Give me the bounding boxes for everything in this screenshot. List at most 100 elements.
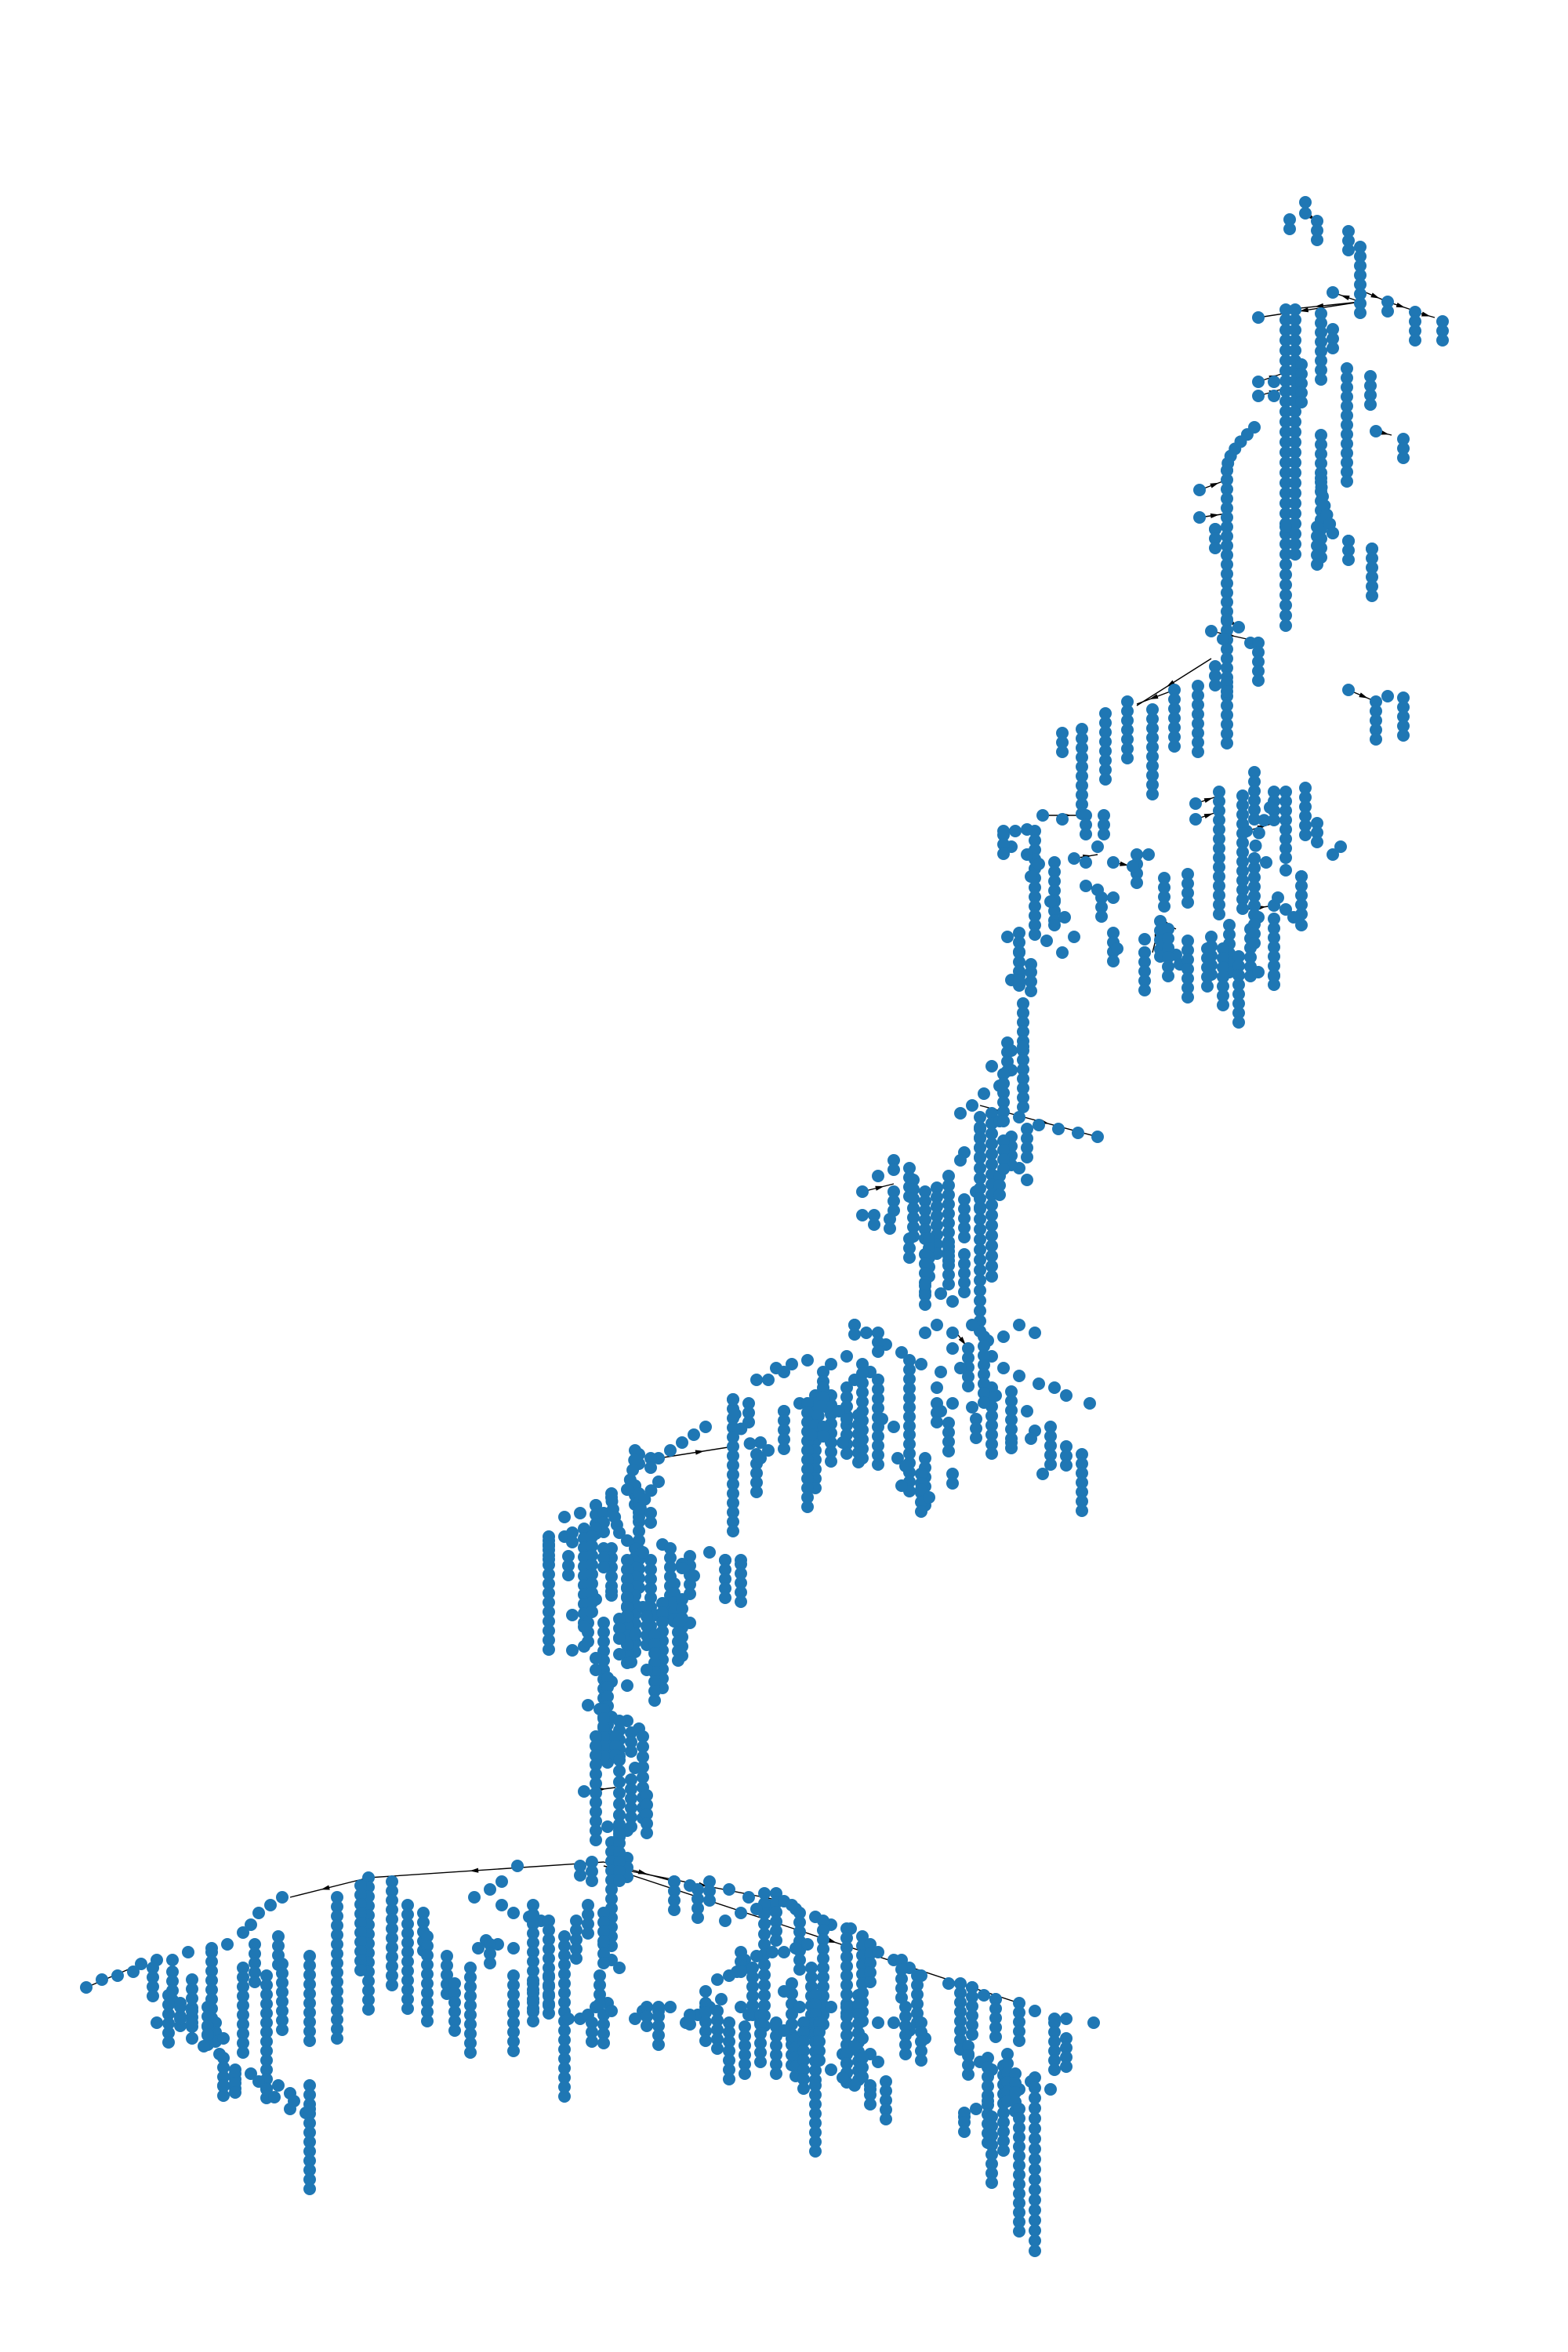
graph-node	[942, 1278, 955, 1290]
graph-node	[978, 1340, 990, 1352]
graph-node	[441, 1950, 453, 1962]
graph-node	[942, 1170, 955, 1182]
graph-node	[1248, 804, 1261, 816]
graph-node	[1099, 726, 1112, 739]
graph-node	[566, 1526, 579, 1539]
graph-node	[484, 1947, 496, 1960]
graph-node	[746, 1999, 759, 2012]
edge-arrowhead	[1299, 307, 1309, 313]
graph-node	[1013, 2006, 1025, 2019]
graph-node	[1279, 548, 1292, 561]
graph-node	[629, 1444, 641, 1457]
graph-node	[1044, 1421, 1057, 1433]
graph-node	[582, 1927, 594, 1940]
graph-node	[997, 829, 1010, 841]
graph-node	[1213, 861, 1225, 873]
graph-node	[919, 1327, 931, 1339]
graph-node	[1201, 952, 1214, 964]
graph-node	[1001, 931, 1014, 943]
graph-node	[758, 1887, 771, 1900]
graph-node	[543, 1979, 555, 1991]
graph-node	[1315, 373, 1327, 386]
graph-node	[962, 2068, 975, 2081]
graph-node	[903, 1382, 916, 1395]
graph-node	[237, 1971, 249, 1984]
graph-node	[872, 1383, 884, 1396]
graph-node	[1076, 732, 1088, 745]
graph-node	[903, 1420, 916, 1432]
graph-node	[1289, 538, 1301, 550]
graph-node	[931, 1191, 943, 1203]
graph-node	[1397, 691, 1410, 704]
graph-node	[954, 1996, 967, 2009]
edge-arrowhead	[1203, 813, 1214, 819]
graph-node	[162, 2036, 175, 2049]
graph-node	[441, 1969, 453, 1981]
graph-node	[495, 1899, 508, 1911]
graph-node	[817, 1943, 829, 1955]
graph-node	[915, 1505, 927, 1518]
graph-node	[386, 1979, 398, 1991]
graph-node	[605, 1883, 618, 1896]
graph-node	[362, 1994, 375, 2006]
graph-node	[1146, 760, 1159, 772]
graph-node	[303, 2089, 316, 2101]
graph-node	[1342, 544, 1355, 557]
graph-node	[856, 1452, 869, 1465]
graph-node	[1029, 919, 1041, 931]
graph-node	[507, 1998, 520, 2010]
graph-node	[1048, 884, 1061, 897]
graph-node	[1168, 693, 1181, 706]
graph-node	[1295, 870, 1308, 883]
graph-node	[1248, 766, 1261, 779]
graph-node	[586, 1596, 598, 1609]
graph-node	[1201, 980, 1214, 993]
graph-node	[252, 1907, 265, 1919]
graph-node	[676, 1602, 688, 1615]
graph-node	[1279, 864, 1292, 877]
graph-node	[691, 1883, 704, 1896]
graph-node	[1289, 344, 1301, 357]
graph-node	[1025, 985, 1037, 997]
graph-node	[891, 1452, 904, 1465]
graph-node	[1121, 695, 1134, 708]
graph-node	[801, 1501, 814, 1513]
graph-node	[586, 1865, 598, 1878]
graph-node	[558, 1940, 571, 1952]
graph-node	[895, 1963, 908, 1976]
graph-node	[813, 2054, 826, 2067]
graph-node	[249, 1966, 261, 1979]
graph-node	[1076, 1467, 1088, 1479]
graph-node	[421, 2005, 434, 2018]
graph-node	[750, 1476, 763, 1489]
graph-node	[985, 1250, 998, 1262]
graph-node	[186, 1983, 198, 1995]
graph-node	[331, 1938, 343, 1951]
graph-node	[887, 1185, 900, 1198]
graph-node	[625, 1792, 637, 1805]
graph-node	[840, 1941, 853, 1954]
graph-node	[1017, 1025, 1029, 1038]
graph-node	[856, 1377, 869, 1389]
graph-node	[974, 1162, 986, 1174]
graph-node	[1025, 870, 1037, 883]
graph-node	[1146, 779, 1159, 791]
graph-node	[872, 1336, 884, 1348]
graph-node	[848, 1319, 861, 1331]
graph-node	[911, 1979, 924, 1991]
graph-node	[1013, 1370, 1025, 1382]
graph-node	[1048, 2045, 1061, 2057]
graph-node	[1342, 234, 1355, 247]
graph-node	[672, 1645, 684, 1657]
graph-node	[543, 1933, 555, 1946]
graph-node	[982, 2061, 994, 2074]
graph-node	[1248, 813, 1261, 826]
graph-node	[989, 2012, 1002, 2024]
graph-node	[1013, 2169, 1025, 2181]
graph-node	[903, 1373, 916, 1385]
graph-node	[907, 1211, 920, 1224]
graph-node	[993, 1179, 1006, 1192]
graph-node	[1279, 786, 1292, 798]
graph-node	[162, 1998, 175, 2011]
graph-node	[637, 1771, 649, 1784]
